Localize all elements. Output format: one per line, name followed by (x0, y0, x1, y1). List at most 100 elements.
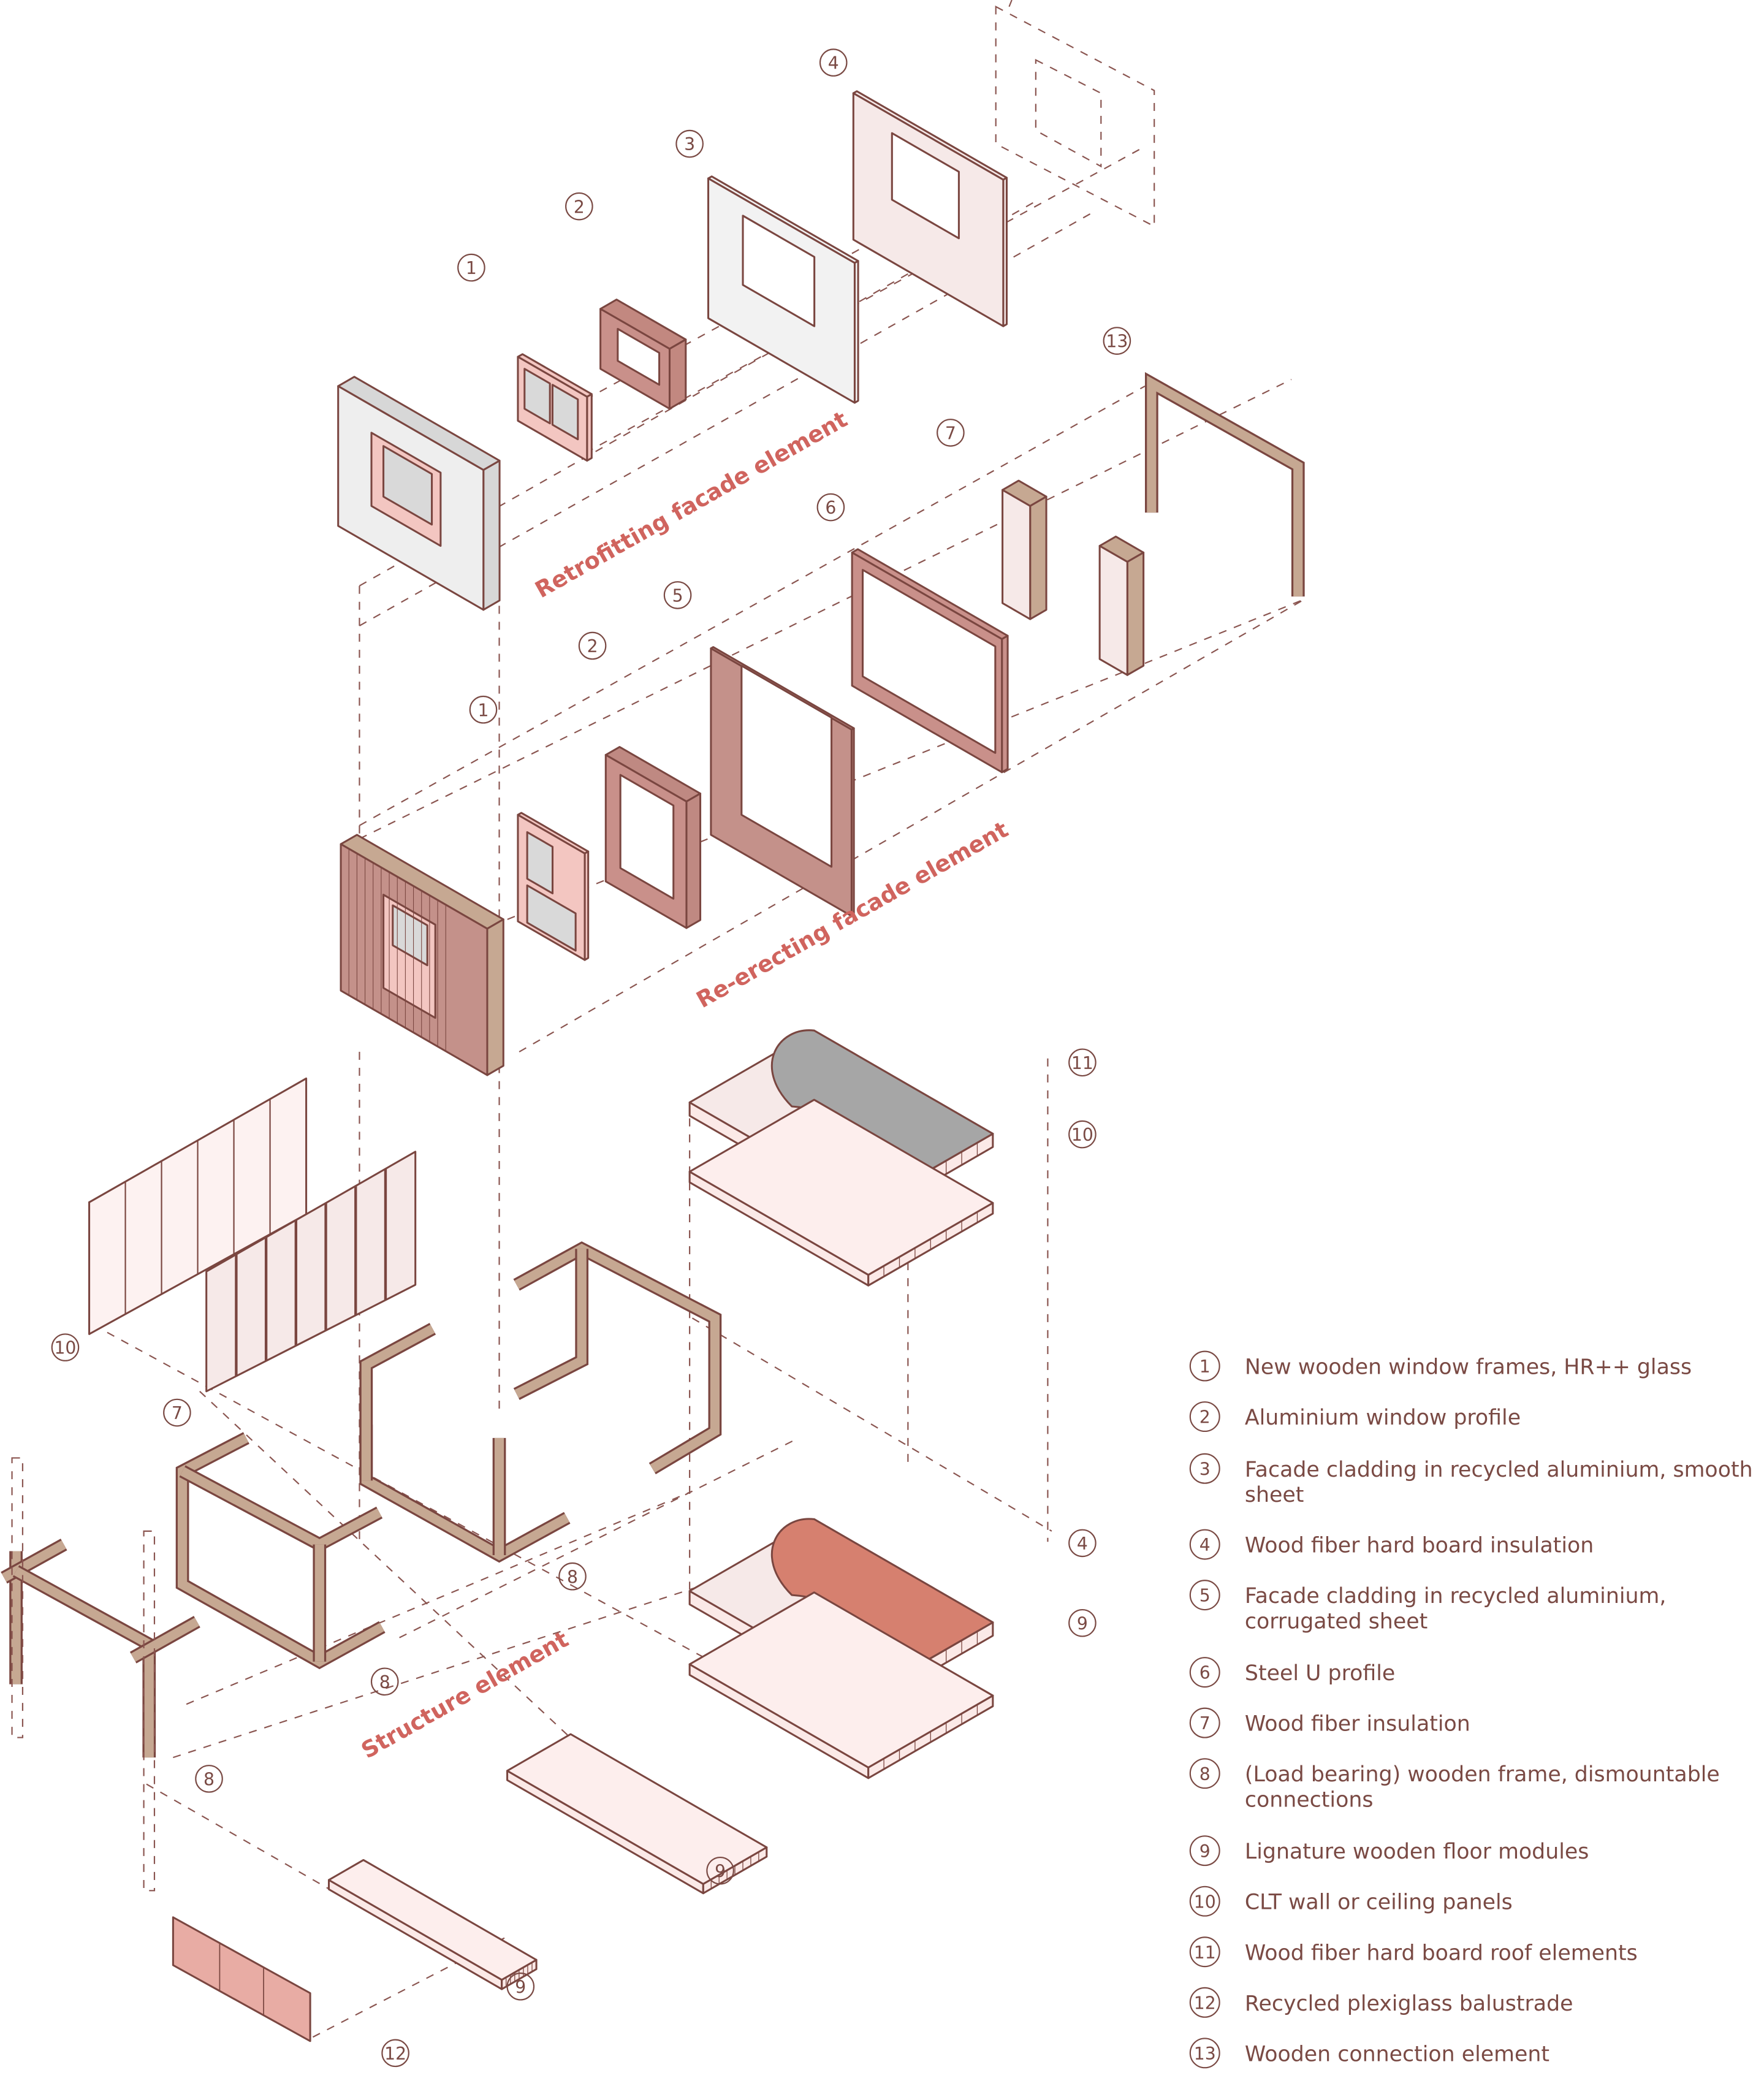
legend-item: 5 Facade cladding in recycled aluminium,c… (1189, 1580, 1667, 1634)
callout-circle (1103, 327, 1131, 355)
legend-number: 9 (1199, 1841, 1211, 1862)
legend-text-cont: corrugated sheet (1245, 1609, 1428, 1634)
legend-text: Facade cladding in recycled aluminium, s… (1245, 1458, 1753, 1482)
legend-text: Wood fiber insulation (1245, 1712, 1470, 1737)
legend-number-circle (1189, 1987, 1220, 2018)
legend-item: 4 Wood fiber hard board insulation (1189, 1529, 1594, 1560)
legend-number-circle (1189, 1758, 1220, 1789)
existing-structure-outline (11, 1457, 156, 1892)
legend-text-cont: sheet (1245, 1483, 1304, 1507)
legend-number-circle (1189, 1936, 1220, 1968)
opening (861, 569, 997, 754)
legend-number-circle (1189, 1835, 1220, 1867)
window-frame-2 (517, 812, 590, 961)
opening (551, 384, 579, 441)
legend-number: 2 (1199, 1407, 1211, 1428)
callout-circle (675, 129, 704, 158)
callout-circle (816, 493, 845, 522)
legend-text: Lignature wooden floor modules (1245, 1840, 1589, 1864)
legend-item: 8 (Load bearing) wooden frame, dismountab… (1189, 1758, 1720, 1812)
opening (526, 884, 577, 952)
callout-circle (1068, 1608, 1097, 1637)
callout-number: 4 (828, 53, 839, 74)
existing-window-outline (995, 0, 1155, 228)
callout-11: 11 (1068, 1048, 1097, 1077)
legend-text: Wood fiber hard board insulation (1245, 1534, 1594, 1558)
legend-number: 6 (1199, 1663, 1211, 1683)
legend-number-circle (1189, 1529, 1220, 1560)
callout-2: 2 (565, 192, 593, 221)
floor-module-9a (506, 1733, 768, 1895)
callout-circle (558, 1562, 587, 1591)
wooden-frame-8b (359, 1425, 571, 1563)
callout-8: 8 (370, 1667, 399, 1696)
legend-number-circle (1189, 1401, 1220, 1433)
callout-number: 9 (715, 1861, 726, 1881)
callout-number: 7 (945, 424, 956, 444)
legend-text-cont: connections (1245, 1787, 1374, 1812)
floor-module-9b (327, 1859, 538, 1990)
legend-text: (Load bearing) wooden frame, dismountabl… (1245, 1762, 1720, 1787)
callout-13: 13 (1103, 327, 1131, 355)
legend-number: 5 (1199, 1586, 1211, 1606)
steel-u-profile-frame-6 (851, 548, 1009, 774)
callout-9: 9 (506, 1972, 535, 2001)
callout-number: 13 (1106, 332, 1128, 352)
legend-number-circle (1189, 2038, 1220, 2069)
legend-text: Facade cladding in recycled aluminium, (1245, 1584, 1667, 1608)
callout-10: 10 (1068, 1120, 1097, 1149)
callout-number: 6 (825, 498, 836, 518)
opening (891, 132, 960, 240)
callout-circle (578, 631, 607, 660)
legend-number: 8 (1199, 1764, 1211, 1784)
callout-circle (506, 1972, 535, 2001)
callout-10: 10 (51, 1333, 80, 1361)
callout-circle (1068, 1048, 1097, 1077)
legend-text: Wood fiber hard board roof elements (1245, 1941, 1638, 1965)
smooth-cladding-3 (707, 175, 859, 404)
wooden-frame-8a-post (513, 1249, 589, 1400)
wooden-frame-8d-span (12, 1565, 156, 1758)
callout-circle (457, 253, 485, 282)
legend-number-circle (1189, 1657, 1220, 1688)
legend-number: 4 (1199, 1535, 1211, 1555)
callout-6: 6 (816, 493, 845, 522)
legend-number: 12 (1194, 1993, 1216, 2013)
callout-number: 2 (574, 197, 585, 217)
callout-circle (51, 1333, 80, 1361)
legend-number: 11 (1194, 1943, 1216, 1963)
callout-number: 1 (477, 700, 489, 720)
reerect-facade-panel (340, 834, 504, 1076)
callout-1: 1 (457, 253, 485, 282)
callout-4: 4 (1068, 1529, 1097, 1558)
callout-number: 4 (1077, 1534, 1088, 1554)
wood-fiber-insulation-panels-7 (205, 1151, 417, 1393)
legend-number-circle (1189, 1886, 1220, 1917)
opening (617, 327, 661, 386)
legend-item: 9 Lignature wooden floor modules (1189, 1835, 1589, 1867)
legend-number: 1 (1199, 1357, 1211, 1377)
window-frame-1 (517, 353, 593, 462)
plexiglass-balustrade-12 (172, 1916, 311, 2042)
opening (619, 774, 675, 900)
callout-number: 8 (379, 1672, 390, 1692)
legend-item: 11 Wood fiber hard board roof elements (1189, 1936, 1638, 1968)
callout-circle (370, 1667, 399, 1696)
callout-circle (195, 1765, 223, 1793)
legend-number: 10 (1194, 1892, 1216, 1912)
callout-7: 7 (937, 419, 965, 447)
callout-circle (819, 48, 848, 77)
opening (523, 368, 551, 425)
callout-number: 1 (466, 258, 477, 278)
retrofit-facade-panel (337, 376, 501, 611)
legend-text: Wooden connection element (1245, 2042, 1549, 2066)
callout-circle (706, 1856, 734, 1885)
